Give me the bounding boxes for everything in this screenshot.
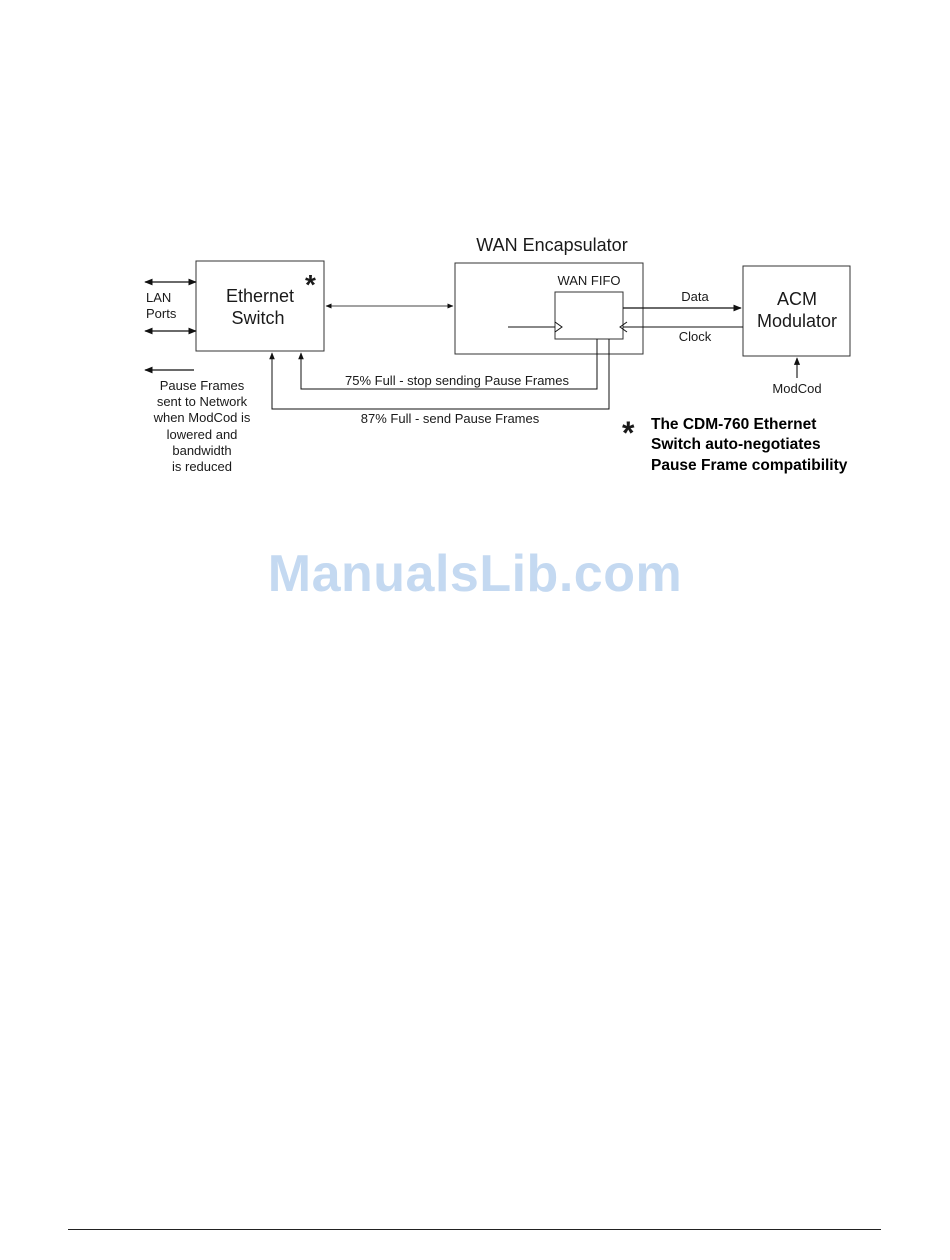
modcod-label: ModCod [772, 381, 821, 396]
feedback-87-label: 87% Full - send Pause Frames [361, 411, 540, 426]
lan-ports-label-line2: Ports [146, 306, 177, 321]
footnote-asterisk: * [622, 415, 635, 451]
footnote-line: Pause Frame compatibility [651, 457, 848, 474]
pause-note-line: sent to Network [157, 394, 248, 409]
feedback-75-label: 75% Full - stop sending Pause Frames [345, 373, 569, 388]
pause-note-line: Pause Frames [160, 378, 245, 393]
feedback-75-path [298, 339, 598, 390]
wan-encapsulator-title: WAN Encapsulator [476, 235, 627, 255]
footer-rule [68, 1229, 881, 1230]
clock-triangle [619, 321, 628, 333]
wan-fifo-box [554, 291, 624, 340]
acm-modulator-label-line2: Modulator [757, 311, 837, 331]
acm-modulator-label-line1: ACM [777, 289, 817, 309]
pause-note-line: lowered and [167, 427, 238, 442]
fifo-input-triangle [554, 321, 563, 333]
ethernet-switch-asterisk: * [305, 269, 316, 300]
wan-fifo-label: WAN FIFO [557, 273, 620, 288]
pause-note-line: is reduced [172, 459, 232, 474]
ethernet-switch-label-line2: Switch [231, 308, 284, 328]
feedback-87-path [269, 339, 610, 410]
footnote-line: Switch auto-negotiates [651, 436, 821, 453]
clock-label: Clock [679, 329, 712, 344]
manualslib-watermark: ManualsLib.com [267, 545, 683, 603]
pause-note-line: when ModCod is [153, 410, 251, 425]
acm-modulator-box [742, 265, 851, 357]
pause-note-line: bandwidth [172, 443, 231, 458]
footnote-line: The CDM-760 Ethernet [651, 416, 816, 433]
ethernet-switch-label-line1: Ethernet [226, 286, 294, 306]
lan-ports-label-line1: LAN [146, 290, 171, 305]
pause-frames-note: Pause Frames sent to Network when ModCod… [153, 378, 251, 474]
data-label: Data [681, 289, 709, 304]
ethernet-switch-box [195, 260, 325, 352]
